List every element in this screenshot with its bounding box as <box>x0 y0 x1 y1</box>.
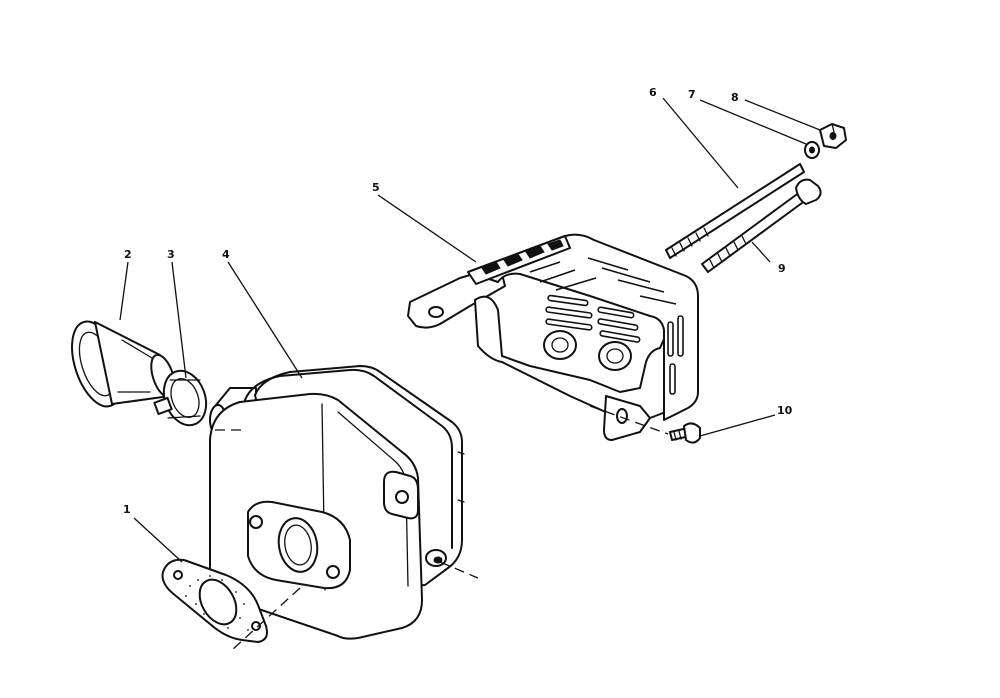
part-10-screw <box>669 422 701 444</box>
callout-8: 8 <box>731 91 739 104</box>
callout-10: 10 <box>777 404 793 417</box>
part-1-gasket <box>161 558 268 643</box>
shield-grille <box>481 239 564 275</box>
shield-top-slots <box>529 257 677 305</box>
part-5-heat-shield <box>407 233 699 441</box>
callout-7: 7 <box>688 88 696 101</box>
callout-6: 6 <box>649 86 657 99</box>
callout-labels: 1 2 3 4 5 6 7 8 9 10 <box>123 86 793 516</box>
callout-1: 1 <box>123 503 131 516</box>
callout-4: 4 <box>222 248 230 261</box>
part-7-lock-washer <box>804 141 820 159</box>
part-2-deflector-cone <box>71 320 176 408</box>
part-6-long-stud <box>665 163 805 259</box>
part-3-hose-clamp <box>153 369 208 427</box>
assembly-centerlines <box>215 405 669 651</box>
callout-9: 9 <box>778 262 786 275</box>
callout-5: 5 <box>372 181 380 194</box>
callout-2: 2 <box>124 248 132 261</box>
leader-lines <box>119 97 821 563</box>
part-8-nut <box>819 123 847 149</box>
part-9-long-bolt <box>701 178 822 273</box>
part-4-muffler <box>209 365 465 640</box>
callout-3: 3 <box>167 248 175 261</box>
shield-side-slots <box>545 294 684 395</box>
